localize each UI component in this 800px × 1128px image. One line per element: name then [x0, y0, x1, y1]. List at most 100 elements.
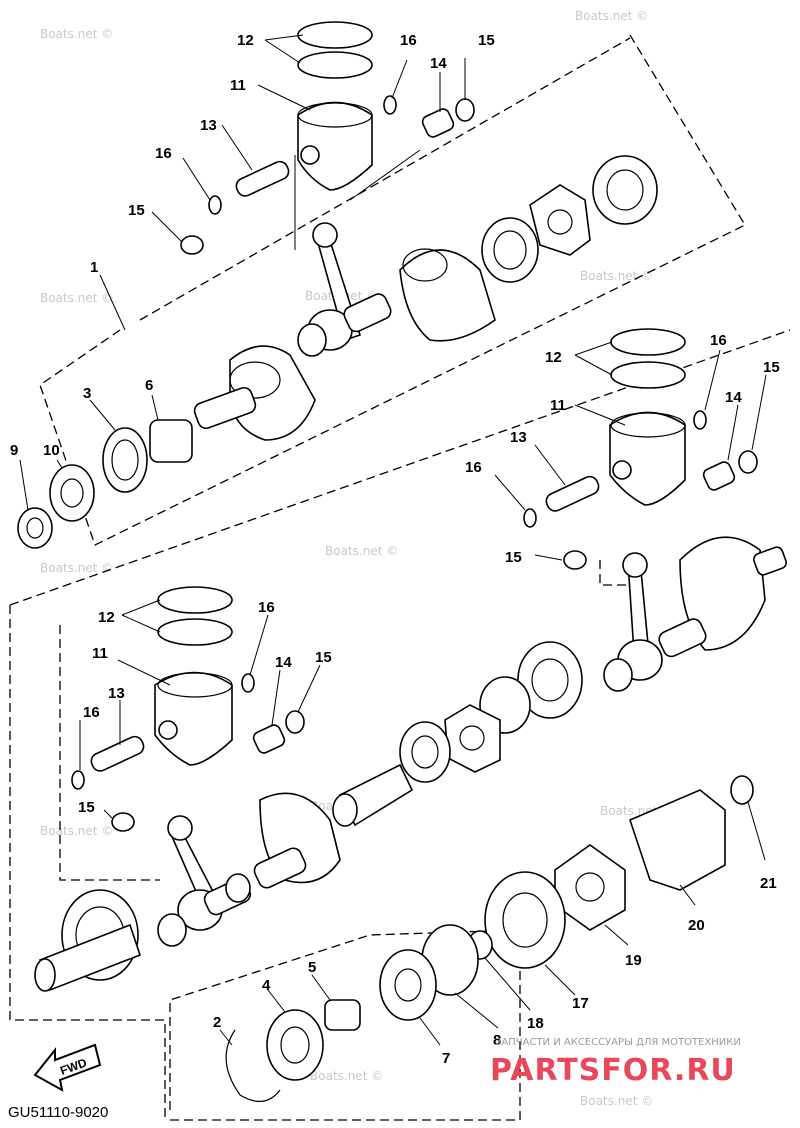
needle-bearing-2	[702, 461, 736, 491]
washer-2b	[563, 550, 587, 570]
piston-ring-3b	[157, 618, 233, 646]
piston-pin-3	[90, 735, 145, 772]
callout-11: 11	[230, 77, 246, 94]
cylinder-2-boundary	[599, 560, 640, 586]
brand-name: PARTSFOR.RU	[490, 1053, 736, 1088]
callout-13: 13	[200, 117, 217, 134]
oil-seal-10	[49, 464, 95, 522]
assembly-line	[349, 149, 421, 201]
crankshaft-end	[193, 386, 257, 430]
callout-18: 18	[527, 1015, 544, 1032]
piston-1-pin-boss	[300, 145, 320, 165]
callout-15: 15	[128, 202, 145, 219]
piston-2-pin-boss	[612, 460, 632, 480]
needle-bearing-1	[421, 108, 455, 138]
washer-1b	[180, 235, 204, 255]
rod-washer-3b	[225, 873, 251, 903]
main-bearing-1	[481, 217, 539, 283]
piston-pin-2	[545, 475, 600, 512]
callout-16: 16	[400, 32, 417, 49]
crank-pin-2	[658, 618, 707, 658]
crank-shaft-end-face	[332, 793, 358, 827]
crank-web-2-face	[229, 361, 281, 399]
bearing-4-inner	[280, 1026, 310, 1064]
bottom-group-boundary	[170, 930, 521, 1121]
o-ring-21	[730, 775, 754, 805]
callout-14: 14	[275, 654, 292, 671]
washer-2a	[738, 450, 758, 474]
piston-ring-1a	[297, 21, 373, 49]
nut-9	[17, 507, 53, 549]
output-shaft-end	[34, 958, 56, 992]
rod-washer-2	[603, 658, 633, 692]
upper-assembly-boundary	[39, 34, 746, 546]
watermark-text: Boats.net ©	[40, 27, 113, 41]
callout-15: 15	[315, 649, 332, 666]
circlip-1b	[208, 195, 222, 215]
circlip-2	[225, 1029, 281, 1102]
washer-3a	[285, 710, 305, 734]
callout-19: 19	[625, 952, 642, 969]
callout-16: 16	[710, 332, 727, 349]
piston-1-crown	[297, 102, 373, 128]
callout-7: 7	[442, 1050, 450, 1067]
bearing-4	[266, 1009, 324, 1081]
oil-seal-7-inner	[394, 968, 422, 1002]
cylinder-3-boundary	[59, 625, 160, 881]
callout-4: 4	[262, 977, 271, 994]
coupling-20	[629, 789, 726, 891]
oil-seal-10-inner	[60, 478, 84, 508]
callout-15: 15	[78, 799, 95, 816]
labyrinth-seal-1	[529, 184, 591, 256]
needle-bearing-3	[252, 724, 286, 754]
callout-5: 5	[308, 959, 316, 976]
damper-19-hub	[575, 872, 605, 902]
crank-web-1-journal	[402, 248, 448, 282]
collar-5	[324, 999, 361, 1031]
upper-assembly-boundary-top	[139, 37, 631, 321]
callout-10: 10	[43, 442, 60, 459]
watermark-text: Boats.net ©	[40, 291, 113, 305]
watermark-text: Boats.net ©	[580, 1094, 653, 1108]
drive-flange-17-inner	[502, 892, 548, 948]
callout-11: 11	[550, 397, 566, 414]
circlip-3a	[241, 673, 255, 693]
bearing-3-inner	[111, 439, 139, 481]
crank-web-3	[679, 536, 766, 651]
callout-16: 16	[83, 704, 100, 721]
watermark-text: Boats.net ©	[325, 544, 398, 558]
connecting-rod-1-small-end	[312, 222, 338, 248]
lower-crankshaft	[34, 792, 341, 992]
callout-20: 20	[688, 917, 705, 934]
callout-13: 13	[108, 685, 125, 702]
fwd-arrow: FWD	[33, 1043, 102, 1092]
callout-1: 1	[90, 259, 98, 276]
piston-3	[154, 671, 233, 766]
watermark-text: Boats.net ©	[310, 1069, 383, 1083]
crank-journal-tip	[753, 546, 787, 576]
labyrinth-seal-2-bore	[459, 725, 485, 751]
callout-17: 17	[572, 995, 589, 1012]
callout-12: 12	[237, 32, 254, 49]
callout-3: 3	[83, 385, 91, 402]
circlip-3b	[71, 770, 85, 790]
circlip-1a	[383, 95, 397, 115]
main-bearing-3	[517, 641, 583, 719]
piston-ring-1b	[297, 51, 373, 79]
main-bearing-5-inner	[411, 735, 439, 769]
callout-13: 13	[510, 429, 527, 446]
callout-15: 15	[478, 32, 495, 49]
rod-washer-1	[297, 323, 327, 357]
callout-8: 8	[493, 1032, 501, 1049]
callout-14: 14	[725, 389, 742, 406]
lower-assembly-boundary-left	[9, 605, 166, 1120]
callout-16: 16	[258, 599, 275, 616]
crank-web-1	[399, 249, 496, 342]
connecting-rod-2-small-end	[622, 552, 648, 578]
piston-2-crown	[610, 412, 686, 438]
piston-group-2	[523, 328, 758, 692]
piston-ring-2a	[610, 328, 686, 356]
callout-11: 11	[92, 645, 108, 662]
main-bearing-1-inner	[493, 230, 527, 270]
leader-lines	[19, 34, 767, 1046]
